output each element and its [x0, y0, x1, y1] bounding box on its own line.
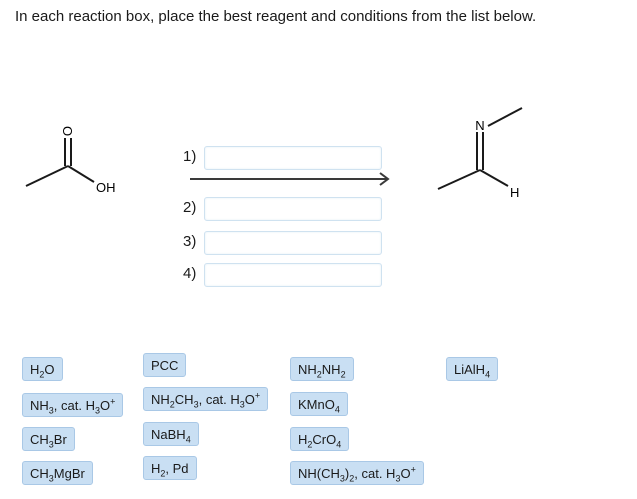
- reagent-chip-ch3br[interactable]: CH3Br: [22, 427, 75, 451]
- reactant-structure: O OH: [20, 118, 140, 208]
- reaction-box-2[interactable]: [204, 197, 382, 221]
- nitrogen-atom-label: N: [475, 118, 484, 133]
- reaction-box-1[interactable]: [204, 146, 382, 170]
- step-4-label: 4): [183, 265, 197, 282]
- step-2-label: 2): [183, 199, 197, 216]
- hydroxyl-label: OH: [96, 180, 116, 195]
- reagent-chip-lialh4[interactable]: LiAlH4: [446, 357, 499, 381]
- reagent-chip-kmno4[interactable]: KMnO4: [290, 392, 348, 416]
- reaction-arrow: [188, 171, 393, 192]
- step-1-label: 1): [183, 148, 197, 165]
- step-3-label: 3): [183, 233, 197, 250]
- reagent-chip-nh3-cat-h3o[interactable]: NH3, cat. H3O+: [22, 393, 124, 417]
- instruction-text: In each reaction box, place the best rea…: [15, 8, 537, 25]
- reagent-chip-nhch3-2-cat-h3o[interactable]: NH(CH3)2, cat. H3O+: [290, 461, 424, 485]
- reagent-chip-h2o[interactable]: H2O: [22, 357, 63, 381]
- reagent-chip-h2-pd[interactable]: H2, Pd: [143, 456, 197, 480]
- reagent-chip-h2cro4[interactable]: H2CrO4: [290, 427, 350, 451]
- reagent-chip-pcc[interactable]: PCC: [143, 353, 187, 377]
- reagent-chip-nh2ch3-cat-h3o[interactable]: NH2CH3, cat. H3O+: [143, 387, 269, 411]
- reaction-box-4[interactable]: [204, 263, 382, 287]
- oxygen-atom-label: O: [60, 126, 75, 136]
- hydrogen-atom-label: H: [510, 185, 519, 200]
- reagent-chip-nabh4[interactable]: NaBH4: [143, 422, 199, 446]
- reaction-box-3[interactable]: [204, 231, 382, 255]
- reagent-chip-nh2nh2[interactable]: NH2NH2: [290, 357, 354, 381]
- product-structure: N H: [430, 100, 540, 205]
- reagent-chip-ch3mgbr[interactable]: CH3MgBr: [22, 461, 93, 485]
